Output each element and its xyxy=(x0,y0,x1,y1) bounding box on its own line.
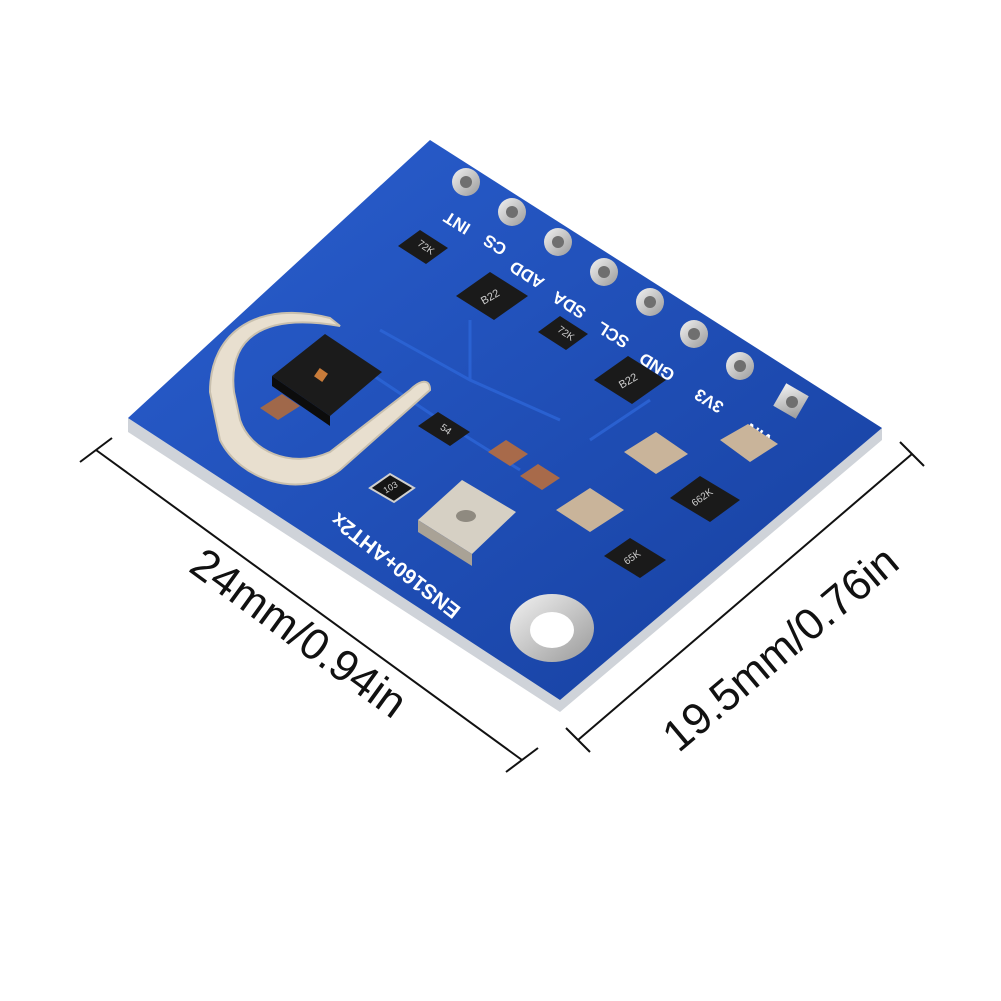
dimension-height xyxy=(565,441,925,753)
diode: 54 xyxy=(418,412,470,446)
mounting-hole xyxy=(530,612,574,648)
regulator-a: 65K xyxy=(604,538,666,578)
ic-mosfet-b: B22 xyxy=(594,356,666,404)
pin-header xyxy=(452,168,809,419)
ic-sot-b: 72K xyxy=(538,316,588,350)
dimension-width xyxy=(79,437,539,773)
resistor: 103 xyxy=(368,472,416,504)
sensor-capacitor xyxy=(260,394,300,420)
pcb-edge xyxy=(128,418,882,712)
pcb-board xyxy=(128,140,882,700)
sensor-isolation-slot xyxy=(208,311,432,486)
capacitors xyxy=(488,424,778,532)
regulator-b: 662K xyxy=(670,476,740,522)
ic-sot-a: 72K xyxy=(398,230,448,264)
ic-mosfet-a: B22 xyxy=(456,272,528,320)
